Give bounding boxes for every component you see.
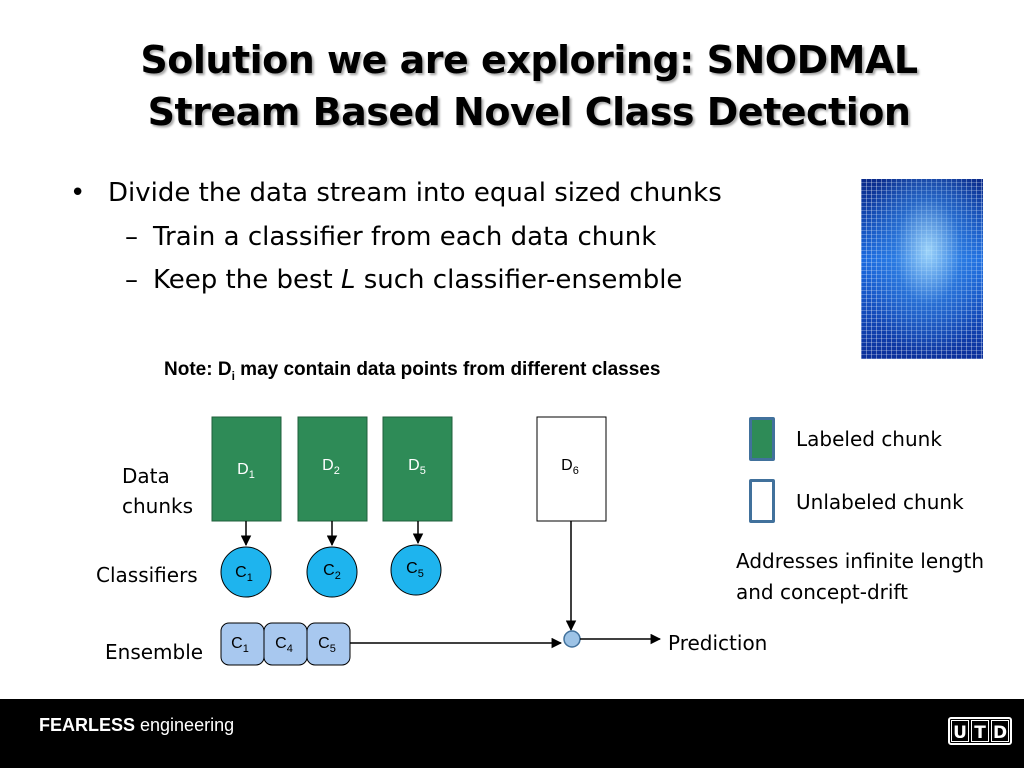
slide-title-line-1: Solution we are exploring: SNODMAL bbox=[140, 38, 918, 82]
diagram-note: Note: Di may contain data points from di… bbox=[164, 359, 660, 383]
footer-brand: FEARLESS engineering bbox=[39, 715, 234, 736]
classifier-c2-label: C2 bbox=[323, 562, 341, 582]
footer-bar: FEARLESS engineering U T D bbox=[0, 699, 1024, 768]
bullet-marker: • bbox=[70, 178, 86, 208]
ensemble-member-c5: C5 bbox=[306, 622, 351, 666]
legend-note-line-2: and concept-drift bbox=[736, 580, 908, 604]
note-prefix: Note: D bbox=[164, 359, 232, 380]
classifier-c5-label: C5 bbox=[406, 560, 424, 580]
data-chunk-d6: D6 bbox=[536, 416, 607, 522]
row-label-data-chunks: Data chunks bbox=[122, 461, 193, 521]
binary-data-stream-image bbox=[861, 179, 983, 359]
sub-bullet-marker: – bbox=[125, 222, 138, 252]
bullet-sub-2-text: Keep the best L such classifier-ensemble bbox=[153, 265, 682, 295]
utd-logo: U T D bbox=[948, 717, 1012, 745]
combiner-node bbox=[563, 630, 581, 648]
legend-labeled-swatch bbox=[749, 417, 775, 461]
row-label-data-line-2: chunks bbox=[122, 494, 194, 518]
classifier-c5: C5 bbox=[390, 544, 442, 596]
footer-brand-bold: FEARLESS bbox=[39, 715, 136, 735]
ensemble-member-c5-label: C5 bbox=[318, 635, 336, 655]
note-subscript: i bbox=[231, 368, 235, 383]
utd-logo-letter-u: U bbox=[951, 720, 969, 743]
data-chunk-d2: D2 bbox=[297, 416, 368, 522]
footer-brand-rest: engineering bbox=[135, 715, 235, 735]
row-label-classifiers: Classifiers bbox=[96, 563, 198, 587]
data-chunk-d1-label: D1 bbox=[237, 461, 255, 481]
utd-logo-letter-d: D bbox=[991, 720, 1009, 743]
bullet-main-text: Divide the data stream into equal sized … bbox=[108, 178, 722, 208]
legend-unlabeled-swatch bbox=[749, 479, 775, 523]
classifier-c1: C1 bbox=[220, 546, 272, 598]
legend-note: Addresses infinite length and concept-dr… bbox=[736, 546, 984, 608]
note-suffix: may contain data points from different c… bbox=[234, 359, 661, 380]
ensemble-member-c4: C4 bbox=[263, 622, 308, 666]
sub-bullet-marker: – bbox=[125, 265, 138, 295]
bullet-sub-2-post: such classifier-ensemble bbox=[355, 265, 683, 295]
row-label-ensemble: Ensemble bbox=[105, 640, 204, 664]
bullet-sub-1-text: Train a classifier from each data chunk bbox=[153, 222, 657, 252]
legend-labeled-text: Labeled chunk bbox=[796, 427, 942, 451]
bullet-sub-2-pre: Keep the best bbox=[153, 265, 341, 295]
slide-title: Solution we are exploring: SNODMAL Strea… bbox=[0, 34, 1024, 138]
prediction-label: Prediction bbox=[668, 631, 768, 655]
data-chunk-d5-label: D5 bbox=[408, 457, 426, 477]
ensemble-member-c1: C1 bbox=[220, 622, 265, 666]
legend-note-line-1: Addresses infinite length bbox=[736, 549, 985, 573]
bullet-sub-2-italic: L bbox=[340, 265, 356, 295]
utd-logo-letter-t: T bbox=[971, 720, 989, 743]
data-chunk-d2-label: D2 bbox=[322, 457, 340, 477]
classifier-c1-label: C1 bbox=[235, 564, 253, 584]
row-label-data-line-1: Data bbox=[122, 464, 170, 488]
ensemble-member-c1-label: C1 bbox=[231, 635, 249, 655]
ensemble-member-c4-label: C4 bbox=[275, 635, 293, 655]
data-chunk-d5: D5 bbox=[382, 416, 453, 522]
data-chunk-d1: D1 bbox=[211, 416, 282, 522]
classifier-c2: C2 bbox=[306, 546, 358, 598]
slide-title-line-2: Stream Based Novel Class Detection bbox=[147, 90, 911, 134]
legend-unlabeled-text: Unlabeled chunk bbox=[796, 490, 964, 514]
data-chunk-d6-label: D6 bbox=[561, 457, 579, 477]
